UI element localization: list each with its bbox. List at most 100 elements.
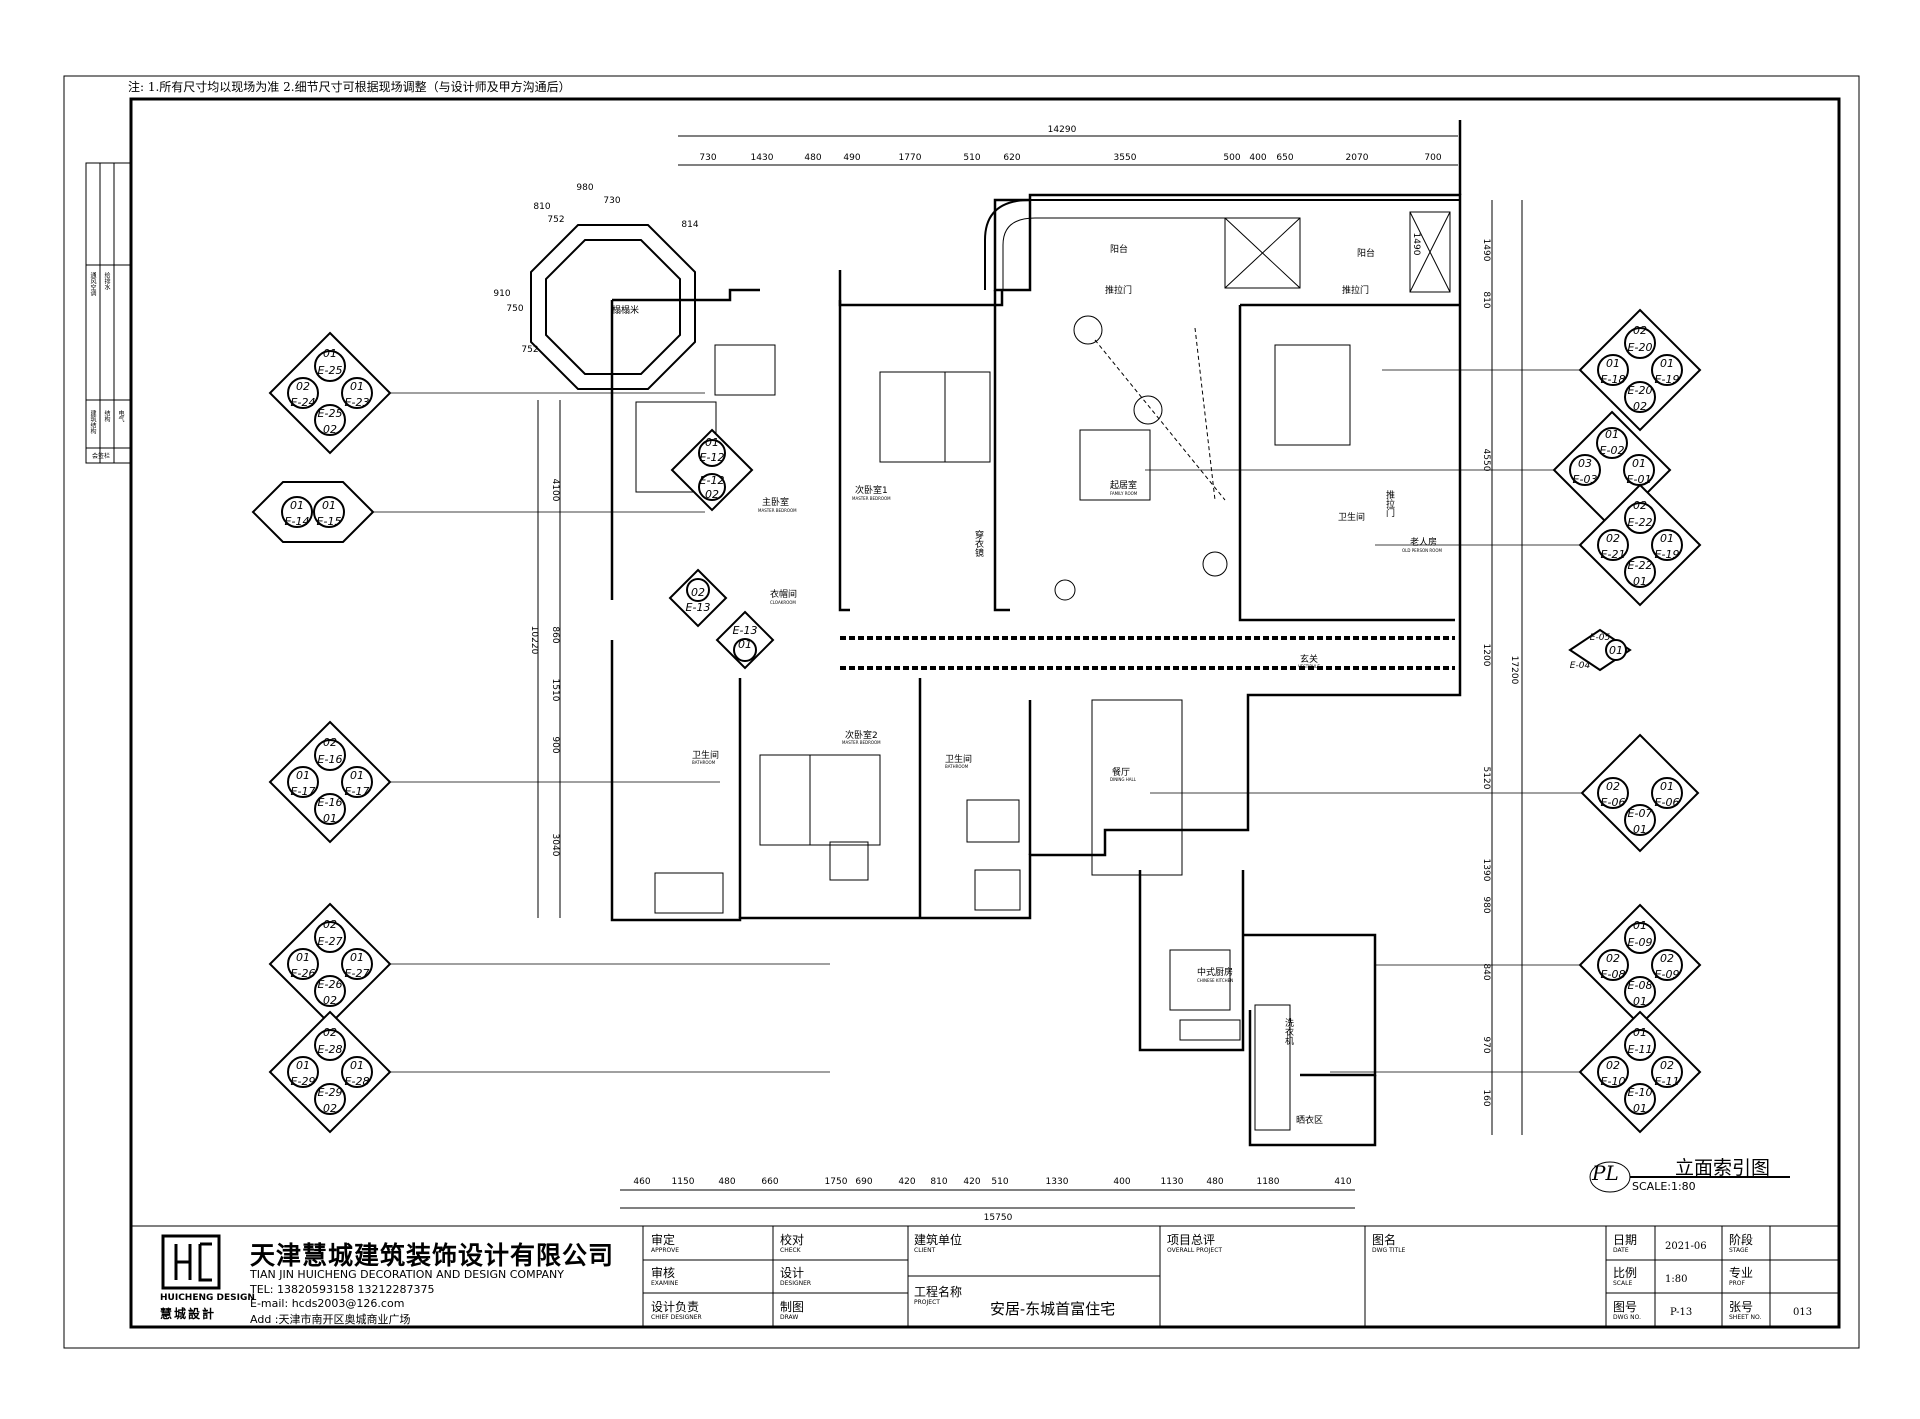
- sliding-door-right: 推拉门: [1342, 286, 1370, 296]
- dim-top: 650: [1276, 153, 1293, 163]
- dim-right: 160: [1481, 1089, 1491, 1106]
- dimension-texts: 14290 730 1430 480 490 1770 510 620 3550…: [493, 125, 1519, 1223]
- side-stamp: [85, 162, 132, 464]
- company-name-en: TIAN JIN HUICHENG DECORATION AND DESIGN …: [250, 1268, 564, 1281]
- marker-text: 02: [1606, 1059, 1620, 1072]
- dim-right: 1390: [1481, 859, 1491, 882]
- marker-text: E-27: [345, 967, 370, 980]
- marker-text: E-09: [1628, 936, 1653, 949]
- marker-text: 01: [322, 499, 336, 512]
- tb-approve: 审定: [651, 1233, 676, 1247]
- tb-overall-en: OVERALL PROJECT: [1167, 1247, 1223, 1254]
- marker-text: E-11: [1655, 1075, 1680, 1088]
- dim-bottom: 420: [963, 1177, 980, 1187]
- dim-left: 900: [550, 736, 560, 753]
- marker-text: E-14: [285, 515, 310, 528]
- marker-text: E-28: [318, 1043, 343, 1056]
- stamp-electrical: 电气: [117, 410, 124, 422]
- marker-e28-e29: [268, 1010, 392, 1134]
- dim-bottom: 480: [1206, 1177, 1223, 1187]
- dim-top: 1770: [899, 153, 922, 163]
- tb-examine-en: EXAMINE: [651, 1280, 679, 1287]
- marker-text: E-20: [1628, 384, 1653, 397]
- tb-dwg-no-value: P-13: [1670, 1307, 1693, 1318]
- marker-text: E-16: [318, 796, 343, 809]
- room-bath1: 卫生间: [692, 751, 720, 761]
- room-hall-en: VESTIBULE: [1298, 664, 1320, 669]
- marker-text: E-16: [318, 753, 343, 766]
- dim-tatami: 814: [681, 220, 698, 230]
- marker-e12: [670, 428, 754, 512]
- stamp-hvac: 通风空调: [89, 272, 96, 296]
- marker-text: E-08: [1628, 979, 1653, 992]
- dim-left: 1510: [550, 679, 560, 702]
- marker-e19-e22: [1578, 483, 1702, 607]
- tb-date-value: 2021-06: [1665, 1241, 1707, 1252]
- marker-text: 01: [350, 380, 364, 393]
- marker-text: E-29: [318, 1086, 343, 1099]
- dim-top: 700: [1424, 153, 1441, 163]
- dim-right: 970: [1481, 1036, 1491, 1053]
- dim-tatami: 752: [547, 215, 564, 225]
- marker-text: E-20: [1628, 341, 1653, 354]
- tb-designer: 设计: [780, 1266, 805, 1280]
- marker-text: 02: [323, 1102, 337, 1115]
- marker-text: 02: [323, 423, 337, 436]
- marker-text: E-29: [291, 1075, 316, 1088]
- marker-texts: 01 E-25 02 E-24 01 E-23 E-25 02 01 E-14 …: [285, 324, 1680, 1115]
- room-cloakroom: 衣帽间: [770, 590, 798, 600]
- marker-text: 01: [1660, 357, 1674, 370]
- marker-text: E-17: [345, 785, 370, 798]
- washer: 洗衣机: [1283, 1018, 1293, 1045]
- marker-text: 01: [1632, 457, 1646, 470]
- dim-right: 5120: [1481, 767, 1491, 790]
- dim-right: 980: [1481, 896, 1491, 913]
- marker-text: 01: [1605, 428, 1619, 441]
- marker-text: E-17: [291, 785, 316, 798]
- tb-approve-en: APPROVE: [651, 1247, 680, 1254]
- dim-left: 10220: [529, 626, 539, 655]
- marker-text: E-01: [1627, 473, 1652, 486]
- room-master-en: MASTER BEDROOM: [758, 508, 797, 513]
- drawing-scale: SCALE:1:80: [1632, 1180, 1696, 1193]
- marker-text: E-22: [1628, 516, 1653, 529]
- dim-bottom: 660: [761, 1177, 778, 1187]
- dim-bottom: 1180: [1257, 1177, 1280, 1187]
- marker-text: 01: [296, 769, 310, 782]
- dim-top: 730: [699, 153, 716, 163]
- marker-text: 01: [350, 951, 364, 964]
- marker-text: 02: [1606, 780, 1620, 793]
- tb-scale-en: SCALE: [1613, 1280, 1633, 1287]
- company-logo: [161, 1234, 221, 1290]
- marker-text: 01: [1633, 575, 1647, 588]
- tb-prof-en: PROF: [1729, 1280, 1745, 1287]
- room-second1: 次卧室1: [855, 486, 888, 496]
- tatami-octagon: [530, 224, 696, 390]
- marker-text: 02: [1660, 1059, 1674, 1072]
- tb-scale-value: 1:80: [1665, 1274, 1688, 1285]
- dim-tatami: 752: [521, 345, 538, 355]
- room-master: 主卧室: [762, 498, 790, 508]
- dim-top: 500: [1223, 153, 1240, 163]
- tb-sheet-value: 013: [1793, 1307, 1813, 1318]
- elevation-markers: [251, 308, 1702, 1134]
- marker-text: 01: [323, 347, 337, 360]
- marker-text: E-11: [1628, 1043, 1653, 1056]
- dim-top: 2070: [1346, 153, 1369, 163]
- marker-text: E-08: [1601, 968, 1626, 981]
- marker-text: 01: [1633, 1102, 1647, 1115]
- marker-text: E-25: [318, 364, 343, 377]
- marker-text: 01: [1633, 995, 1647, 1008]
- dim-bottom: 1150: [672, 1177, 695, 1187]
- dim-bottom: 420: [898, 1177, 915, 1187]
- marker-text: E-04: [1570, 661, 1591, 671]
- marker-text: 02: [705, 488, 719, 501]
- marker-text: 01: [323, 812, 337, 825]
- sliding-door-vertical: 推拉门: [1384, 490, 1394, 517]
- dim-top: 620: [1003, 153, 1020, 163]
- dim-top: 490: [843, 153, 860, 163]
- tb-chief-en: CHIEF DESIGNER: [651, 1314, 702, 1321]
- marker-text: E-12: [700, 474, 725, 487]
- company-tel: TEL: 13820593158 13212287375: [250, 1283, 435, 1296]
